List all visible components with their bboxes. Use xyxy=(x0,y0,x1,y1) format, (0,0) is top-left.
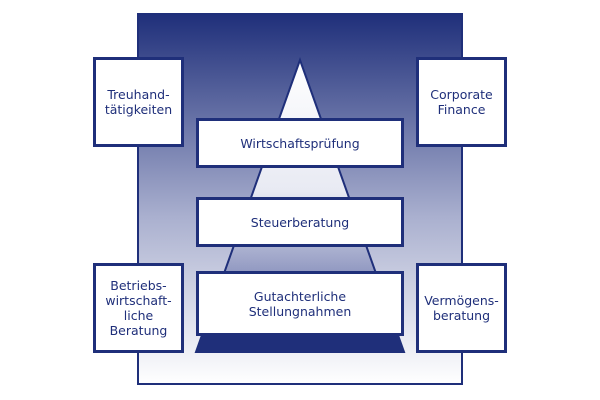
box-treuhandtaetigkeiten: Treuhand- tätigkeiten xyxy=(93,57,184,147)
box-wirtschaftspruefung-label: Wirtschaftsprüfung xyxy=(240,135,360,151)
box-corporate-finance-label: Corporate Finance xyxy=(430,87,493,117)
box-steuerberatung-label: Steuerberatung xyxy=(250,214,350,230)
box-betriebswirtschaftliche-beratung: Betriebs- wirtschaft- liche Beratung xyxy=(93,263,184,353)
box-wirtschaftspruefung: Wirtschaftsprüfung xyxy=(196,118,404,168)
box-treuhandtaetigkeiten-label: Treuhand- tätigkeiten xyxy=(104,87,173,117)
pyramid-base xyxy=(196,336,404,353)
box-gutachterliche-stellungnahmen-label: Gutachterliche Stellungnahmen xyxy=(248,288,352,319)
box-vermoegensberatung-label: Vermögens- beratung xyxy=(424,293,499,323)
box-steuerberatung: Steuerberatung xyxy=(196,197,404,247)
box-betriebswirtschaftliche-beratung-label: Betriebs- wirtschaft- liche Beratung xyxy=(105,278,172,338)
box-corporate-finance: Corporate Finance xyxy=(416,57,507,147)
box-gutachterliche-stellungnahmen: Gutachterliche Stellungnahmen xyxy=(196,271,404,336)
box-vermoegensberatung: Vermögens- beratung xyxy=(416,263,507,353)
